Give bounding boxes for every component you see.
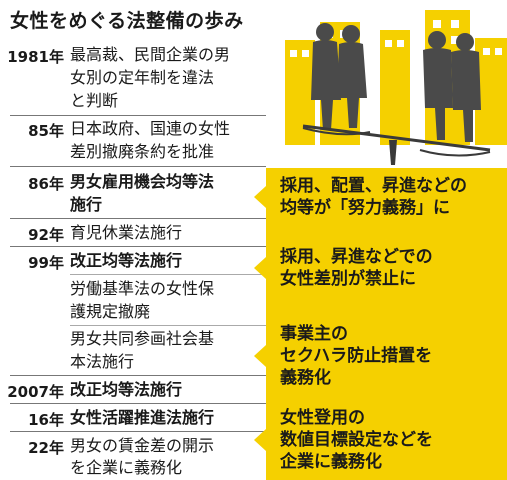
event-text: 改正均等法施行 bbox=[70, 380, 183, 399]
balance-scale-people-icon bbox=[285, 10, 507, 165]
year-label: 16年 bbox=[28, 411, 64, 429]
event-text: 最高裁、民間企業の男 bbox=[70, 45, 231, 64]
row-divider bbox=[10, 375, 266, 376]
event-text: 女性活躍推進法施行 bbox=[70, 408, 215, 427]
callout-text: セクハラ防止措置を bbox=[280, 346, 433, 366]
callout-text: 義務化 bbox=[280, 368, 331, 388]
callout-text: 企業に義務化 bbox=[280, 452, 382, 472]
callout-99: 採用、昇進などでの 女性差別が禁止に bbox=[254, 240, 507, 296]
callout-text: 女性登用の bbox=[280, 408, 365, 428]
callout-text: 採用、配置、昇進などの bbox=[280, 176, 467, 196]
event-text: 男女の賃金差の開示 bbox=[70, 436, 215, 455]
callout-2007: 事業主の セクハラ防止措置を 義務化 bbox=[254, 318, 507, 394]
event-text: 男女共同参画社会基 bbox=[70, 329, 215, 348]
page-title: 女性をめぐる法整備の歩み bbox=[10, 10, 244, 32]
year-label: 86年 bbox=[28, 175, 64, 193]
year-label: 2007年 bbox=[7, 383, 64, 401]
row-divider bbox=[70, 274, 266, 275]
callout-text: 採用、昇進などでの bbox=[280, 247, 433, 267]
row-divider bbox=[10, 431, 266, 432]
callout-16: 女性登用の 数値目標設定などを 企業に義務化 bbox=[254, 402, 507, 478]
year-label: 99年 bbox=[28, 254, 64, 272]
event-text: 施行 bbox=[70, 195, 103, 214]
event-text: 護規定撤廃 bbox=[70, 302, 151, 321]
callout-text: 均等が「努力義務」に bbox=[280, 198, 450, 218]
event-text: 日本政府、国連の女性 bbox=[70, 119, 231, 138]
callout-text: 女性差別が禁止に bbox=[280, 269, 416, 289]
event-text: 育児休業法施行 bbox=[70, 223, 183, 242]
callout-text: 数値目標設定などを bbox=[280, 430, 433, 450]
callout-86: 採用、配置、昇進などの 均等が「努力義務」に bbox=[254, 170, 507, 224]
year-label: 92年 bbox=[28, 226, 64, 244]
year-label: 85年 bbox=[28, 122, 64, 140]
event-text: 本法施行 bbox=[70, 352, 135, 371]
event-text: 女別の定年制を違法 bbox=[70, 68, 215, 87]
callout-text: 事業主の bbox=[280, 324, 348, 344]
event-text: 差別撤廃条約を批准 bbox=[70, 142, 215, 161]
event-text: 改正均等法施行 bbox=[70, 251, 183, 270]
event-text: 男女雇用機会均等法 bbox=[70, 172, 215, 191]
event-text: を企業に義務化 bbox=[70, 458, 183, 477]
row-divider bbox=[10, 403, 266, 404]
event-text: と判断 bbox=[70, 91, 119, 110]
row-divider bbox=[70, 325, 266, 326]
row-divider bbox=[10, 166, 266, 167]
row-divider bbox=[10, 218, 266, 219]
year-label: 1981年 bbox=[7, 48, 64, 66]
year-label: 22年 bbox=[28, 439, 64, 457]
event-text: 労働基準法の女性保 bbox=[70, 279, 215, 298]
row-divider bbox=[10, 246, 266, 247]
row-divider bbox=[10, 115, 266, 116]
